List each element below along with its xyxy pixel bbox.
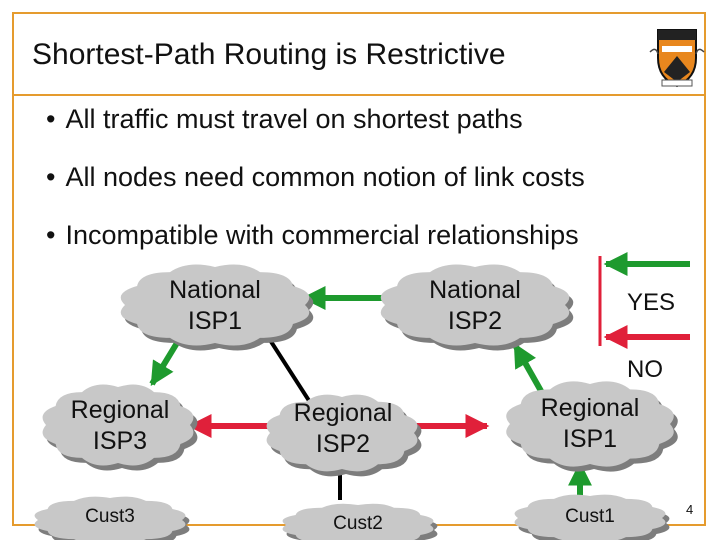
arrow-nisp1-to-risp3 bbox=[149, 336, 183, 387]
node-national-isp1: National ISP1 bbox=[169, 276, 261, 335]
link-nisp1-risp2 bbox=[268, 338, 317, 412]
legend-no-label: NO bbox=[627, 356, 663, 383]
node-regional-isp1: Regional ISP1 bbox=[540, 394, 640, 453]
node-cust3: Cust3 bbox=[85, 506, 135, 527]
bullet-2: •All nodes need common notion of link co… bbox=[46, 162, 585, 192]
cloud-regional-isp2 bbox=[266, 394, 418, 472]
node-national-isp2: National ISP2 bbox=[429, 276, 521, 335]
cloud-regional-isp3 bbox=[42, 384, 194, 466]
node-cust1: Cust1 bbox=[565, 506, 615, 527]
cloud-national-isp2 bbox=[380, 264, 570, 346]
title-band bbox=[14, 14, 704, 96]
arrow-risp1-to-nisp2 bbox=[512, 342, 548, 400]
princeton-shield-icon bbox=[649, 29, 705, 88]
cloud-cust1 bbox=[514, 494, 666, 540]
cloud-cust3 bbox=[34, 496, 186, 540]
page-number: 4 bbox=[686, 502, 694, 517]
node-regional-isp2: Regional ISP2 bbox=[293, 399, 393, 458]
bullet-3: •Incompatible with commercial relationsh… bbox=[46, 220, 579, 250]
cloud-national-isp1 bbox=[120, 264, 310, 346]
cloud-regional-isp1 bbox=[506, 381, 674, 467]
node-regional-isp3: Regional ISP3 bbox=[70, 396, 170, 455]
node-cust2: Cust2 bbox=[333, 513, 383, 534]
legend-yes-label: YES bbox=[627, 289, 676, 316]
cloud-cust2 bbox=[282, 503, 434, 540]
slide-title: Shortest-Path Routing is Restrictive bbox=[32, 38, 506, 71]
bullet-1: •All traffic must travel on shortest pat… bbox=[46, 104, 523, 134]
